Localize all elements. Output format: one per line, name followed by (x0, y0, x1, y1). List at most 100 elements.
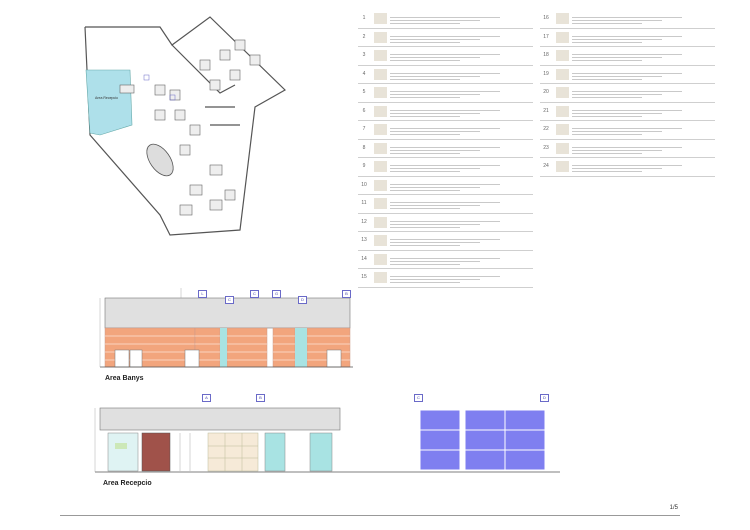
legend-text-line (390, 112, 480, 114)
legend-text-line (390, 91, 500, 92)
plan-room-label: Area Recepcio (95, 96, 118, 100)
legend-text-line (390, 279, 480, 280)
legend-number: 20 (543, 89, 549, 95)
legend-text-line (572, 128, 682, 129)
legend-thumbnail (374, 253, 387, 265)
legend-text-line (390, 168, 480, 169)
tag-banys-5: D (298, 296, 307, 304)
tag-recepcio-d: D (540, 394, 549, 402)
legend-text-line (390, 128, 500, 129)
legend-text-line (572, 97, 642, 98)
legend-text-line (390, 226, 460, 228)
legend-text-line (572, 72, 682, 74)
legend-text-line (572, 168, 662, 169)
legend-number: 23 (543, 144, 549, 151)
legend-row: 19 (540, 66, 715, 84)
legend-text-line (390, 186, 480, 188)
legend-text-line (572, 146, 682, 148)
legend-row: 2 (358, 29, 533, 47)
legend-text-line (390, 17, 500, 18)
legend-row: 1 (358, 10, 533, 29)
legend-row: 16 (540, 10, 715, 29)
legend-text-line (572, 54, 682, 55)
legend-text-line (390, 205, 480, 206)
legend-number: 2 (362, 33, 366, 40)
legend-text-line (572, 134, 642, 135)
legend-text-line (390, 149, 480, 151)
legend-row: 3 (358, 47, 533, 66)
legend-text-line (390, 245, 460, 246)
tag-banys-4: G (272, 290, 281, 298)
legend-text-line (390, 75, 480, 77)
legend-row: 18 (540, 47, 715, 66)
legend-text-line (390, 94, 480, 95)
legend-thumbnail (374, 13, 387, 24)
recepcio-logo (115, 443, 127, 449)
elevation-recepcio (94, 407, 560, 473)
banys-glass (220, 328, 227, 367)
legend-text-line (390, 183, 500, 185)
legend-number: 16 (543, 15, 549, 21)
plan-meeting-table (146, 143, 174, 177)
legend-text-line (572, 41, 642, 43)
legend-text-line (390, 57, 480, 58)
legend-thumbnail (374, 179, 387, 191)
recepcio-shelving (207, 432, 259, 472)
recepcio-label: Area Recepcio (103, 480, 152, 487)
legend-number: 24 (543, 163, 549, 169)
legend-text-line (390, 41, 460, 43)
legend-text-line (390, 257, 500, 259)
recepcio-blue-panels (419, 409, 546, 471)
legend-text-line (390, 131, 480, 132)
legend-text-line (572, 57, 662, 58)
plan-desks (119, 39, 261, 216)
legend-text-line (390, 260, 480, 262)
legend-text-line (390, 35, 500, 37)
legend-text-line (390, 72, 500, 74)
title-block: 1/5 (60, 505, 680, 526)
legend-thumbnail (374, 50, 387, 61)
tag-recepcio-b: B (256, 394, 265, 402)
legend-text-line (390, 171, 460, 172)
legend-text-line (390, 78, 460, 80)
legend-number: 17 (543, 33, 549, 40)
legend-row: 21 (540, 103, 715, 121)
legend-text-line (390, 276, 500, 277)
recepcio-brown-door (141, 432, 171, 472)
legend-text-line (390, 109, 500, 111)
legend-thumbnail (556, 124, 569, 135)
legend-text-line (572, 20, 662, 21)
legend-thumbnail (374, 105, 387, 117)
legend-thumbnail (556, 13, 569, 24)
legend-thumbnail (374, 235, 387, 246)
legend-row: 20 (540, 84, 715, 103)
legend-text-line (572, 60, 642, 61)
legend-row: 8 (358, 140, 533, 158)
legend-number: 4 (362, 70, 366, 77)
legend-row: 17 (540, 29, 715, 47)
tag-recepcio-c: C (414, 394, 423, 402)
legend-thumbnail (556, 50, 569, 61)
legend-text-line (390, 54, 500, 55)
legend-row: 11 (358, 195, 533, 214)
legend-text-line (572, 94, 662, 95)
legend-text-line (572, 17, 682, 18)
legend-text-line (390, 242, 480, 243)
legend-text-line (572, 152, 642, 154)
legend-text-line (572, 112, 662, 114)
tag-banys-6: B (342, 290, 351, 298)
legend-number: 22 (543, 126, 549, 132)
legend-thumbnail (374, 198, 387, 209)
recepcio-glass-1 (264, 432, 286, 472)
legend-row: 9 (358, 158, 533, 177)
banys-doors (114, 349, 342, 368)
recepcio-ceiling-band (99, 407, 341, 431)
legend-text-line (390, 115, 460, 117)
legend-row: 5 (358, 84, 533, 103)
legend-row: 14 (358, 251, 533, 269)
legend-number: 21 (543, 107, 549, 114)
banys-tile-panel (272, 327, 296, 368)
legend-text-line (572, 38, 662, 40)
banys-label: Area Banys (105, 375, 144, 382)
legend-text-line (390, 23, 460, 24)
